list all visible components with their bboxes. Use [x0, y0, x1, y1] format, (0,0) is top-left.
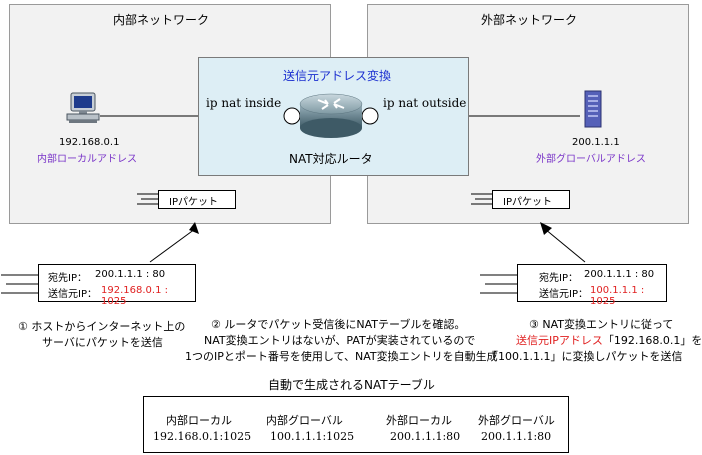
nat-header-inside-local: 内部ローカル [166, 414, 232, 427]
step3-rest-text: 「192.168.0.1」を [602, 334, 702, 347]
step3-red-text: 送信元IPアドレス [516, 334, 603, 347]
external-packet-label: IPパケット [503, 197, 552, 208]
after-src-label: 送信元IP： [539, 289, 588, 300]
nat-cell-outside-local: 200.1.1.1:80 [390, 430, 461, 443]
router-caption: NAT対応ルータ [289, 152, 373, 166]
nat-header-inside-global: 内部グローバル [266, 414, 343, 427]
before-dst-value: 200.1.1.1 : 80 [95, 269, 166, 280]
step3-line2: 送信元IPアドレス「192.168.0.1」を [516, 332, 702, 348]
router-heading: 送信元アドレス変換 [283, 69, 392, 83]
external-network-title: 外部ネットワーク [481, 13, 578, 27]
before-dst-label: 宛先IP： [48, 273, 87, 284]
pc-icon [66, 92, 100, 123]
packet-header-before: 宛先IP： 200.1.1.1 : 80 送信元IP： 192.168.0.1 … [38, 264, 196, 307]
step2-line3: 1つのIPとポート番号を使用して、NAT変換エントリを自動生成 [185, 350, 498, 363]
step2-line1: ② ルータでパケット受信後にNATテーブルを確認。 [211, 318, 466, 331]
router-icon [283, 93, 379, 138]
ip-nat-inside-label: ip nat inside [206, 96, 282, 110]
host-ip: 192.168.0.1 [59, 137, 120, 148]
ip-nat-outside-label: ip nat outside [383, 96, 467, 110]
nat-cell-inside-local: 192.168.0.1:1025 [153, 430, 252, 443]
before-src-value: 192.168.0.1 : 1025 [101, 285, 168, 307]
nat-table: 内部ローカル 内部グローバル 外部ローカル 外部グローバル 192.168.0.… [143, 396, 569, 453]
step1-line2: サーバにパケットを送信 [42, 336, 163, 349]
after-dst-value: 200.1.1.1 : 80 [584, 269, 655, 280]
external-ip-packet: IPパケット [492, 190, 570, 209]
step3-line1: ③ NAT変換エントリに従って [529, 318, 674, 331]
server-icon [584, 90, 602, 128]
nat-cell-inside-global: 100.1.1.1:1025 [270, 430, 355, 443]
after-dst-label: 宛先IP： [539, 273, 578, 284]
internal-packet-label: IPパケット [169, 197, 218, 208]
before-src-label: 送信元IP： [48, 289, 97, 300]
nat-header-outside-global: 外部グローバル [478, 414, 555, 427]
step2-line2: NAT変換エントリはないが、PATが実装されているので [204, 334, 476, 347]
step3-line3: 「100.1.1.1」に変換しパケットを送信 [487, 350, 683, 363]
step1-line1: ① ホストからインターネット上の [18, 320, 186, 333]
server-ip: 200.1.1.1 [572, 137, 620, 148]
internal-network-title: 内部ネットワーク [113, 13, 210, 27]
nat-cell-outside-global: 200.1.1.1:80 [481, 430, 552, 443]
nat-table-title: 自動で生成されるNATテーブル [268, 378, 435, 392]
server-address-label: 外部グローバルアドレス [536, 154, 646, 165]
internal-ip-packet: IPパケット [158, 190, 236, 209]
packet-header-after: 宛先IP： 200.1.1.1 : 80 送信元IP： 100.1.1.1 : … [517, 264, 667, 307]
after-src-value: 100.1.1.1 : 1025 [590, 285, 645, 307]
host-address-label: 内部ローカルアドレス [37, 154, 137, 165]
nat-header-outside-local: 外部ローカル [386, 414, 452, 427]
